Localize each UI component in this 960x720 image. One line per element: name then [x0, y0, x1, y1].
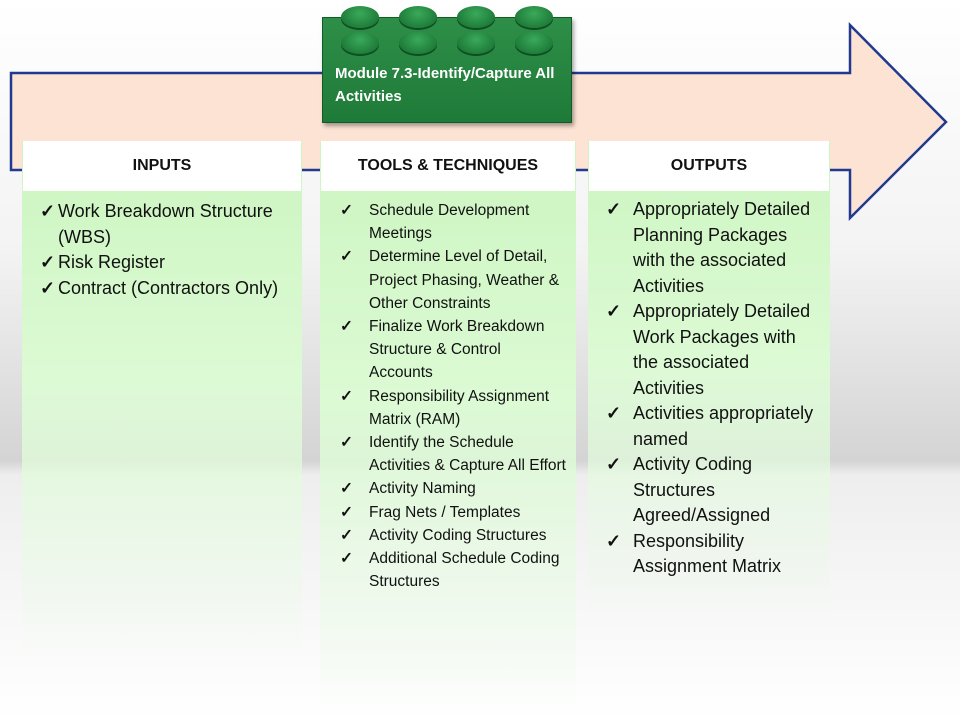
check-icon: ✓ — [40, 277, 56, 298]
check-icon: ✓ — [340, 248, 353, 266]
list-item-text: Frag Nets / Templates — [369, 503, 521, 521]
list-item-text: Schedule Development Meetings — [369, 202, 530, 243]
inputs-heading: INPUTS — [23, 141, 301, 191]
outputs-list: ✓ Appropriately Detailed Planning Package… — [588, 191, 830, 580]
check-icon: ✓ — [340, 387, 353, 405]
check-icon: ✓ — [340, 202, 353, 219]
list-item: ✓ Appropriately Detailed Planning Package… — [606, 197, 822, 299]
block-stud — [341, 32, 379, 54]
list-item: ✓ Responsibility Assignment Matrix — [606, 529, 822, 580]
block-stud — [457, 32, 495, 54]
list-item: ✓ Activity Naming — [340, 477, 566, 500]
list-item: ✓ Appropriately Detailed Work Packages wi… — [606, 299, 822, 401]
list-item-text: Activity Naming — [369, 480, 476, 498]
list-item-text: Identify the Schedule Activities & Captu… — [369, 434, 566, 475]
inputs-list: ✓Work Breakdown Structure (WBS)✓Risk Reg… — [22, 191, 302, 301]
list-item: ✓ Activities appropriately named — [606, 401, 822, 452]
block-stud — [515, 32, 553, 54]
list-item: ✓ Determine Level of Detail, Project Phas… — [340, 245, 566, 315]
check-icon: ✓ — [340, 503, 353, 521]
list-item-text: Work Breakdown Structure (WBS) — [58, 201, 273, 247]
list-item: ✓ Finalize Work Breakdown Structure & Con… — [340, 315, 566, 385]
list-item: ✓ Additional Schedule Coding Structures — [340, 547, 566, 593]
list-item: ✓Risk Register — [40, 250, 292, 276]
list-item: ✓Contract (Contractors Only) — [40, 276, 292, 302]
check-icon: ✓ — [606, 454, 622, 474]
list-item-text: Appropriately Detailed Work Packages wit… — [633, 301, 811, 398]
list-item-text: Appropriately Detailed Planning Packages… — [633, 199, 811, 296]
check-icon: ✓ — [340, 318, 353, 336]
list-item: ✓ Schedule Development Meetings — [340, 199, 566, 245]
tools-panel: TOOLS & TECHNIQUES ✓ Schedule Development… — [320, 141, 576, 716]
list-item-text: Risk Register — [58, 252, 166, 272]
list-item: ✓ Identify the Schedule Activities & Capt… — [340, 431, 566, 477]
check-icon: ✓ — [606, 199, 622, 219]
block-stud — [399, 6, 437, 28]
list-item-text: Additional Schedule Coding Structures — [369, 550, 560, 591]
list-item: ✓ Activity Coding Structures — [340, 524, 566, 547]
list-item-text: Responsibility Assignment Matrix — [633, 530, 782, 577]
check-icon: ✓ — [606, 301, 622, 321]
list-item: ✓ Responsibility Assignment Matrix (RAM) — [340, 385, 566, 431]
inputs-panel: INPUTS ✓Work Breakdown Structure (WBS)✓R… — [22, 141, 302, 661]
block-stud — [515, 6, 553, 28]
block-stud — [457, 6, 495, 28]
list-item-text: Finalize Work Breakdown Structure & Cont… — [369, 318, 545, 382]
list-item: ✓ Frag Nets / Templates — [340, 501, 566, 524]
list-item-text: Activity Coding Structures — [369, 526, 547, 544]
outputs-panel: OUTPUTS ✓ Appropriately Detailed Planning… — [588, 141, 830, 621]
block-stud — [399, 32, 437, 54]
check-icon: ✓ — [340, 526, 353, 544]
list-item-text: Activity Coding Structures Agreed/Assign… — [633, 454, 771, 525]
tools-heading: TOOLS & TECHNIQUES — [321, 141, 575, 191]
check-icon: ✓ — [606, 403, 622, 423]
module-title: Module 7.3-Identify/Capture All Activiti… — [335, 65, 555, 105]
block-stud — [341, 6, 379, 28]
check-icon: ✓ — [606, 530, 622, 551]
list-item-text: Responsibility Assignment Matrix (RAM) — [369, 387, 550, 428]
check-icon: ✓ — [340, 550, 353, 568]
tools-list: ✓ Schedule Development Meetings ✓ Determine… — [320, 191, 576, 593]
check-icon: ✓ — [40, 252, 56, 272]
list-item: ✓ Activity Coding Structures Agreed/Assig… — [606, 452, 822, 529]
check-icon: ✓ — [40, 201, 56, 221]
check-icon: ✓ — [340, 434, 353, 452]
list-item-text: Contract (Contractors Only) — [58, 277, 279, 298]
outputs-heading: OUTPUTS — [589, 141, 829, 191]
module-block: Module 7.3-Identify/Capture All Activiti… — [322, 6, 572, 123]
list-item-text: Activities appropriately named — [633, 403, 814, 449]
list-item: ✓Work Breakdown Structure (WBS) — [40, 199, 292, 250]
list-item-text: Determine Level of Detail, Project Phasi… — [369, 248, 560, 312]
check-icon: ✓ — [340, 480, 353, 498]
